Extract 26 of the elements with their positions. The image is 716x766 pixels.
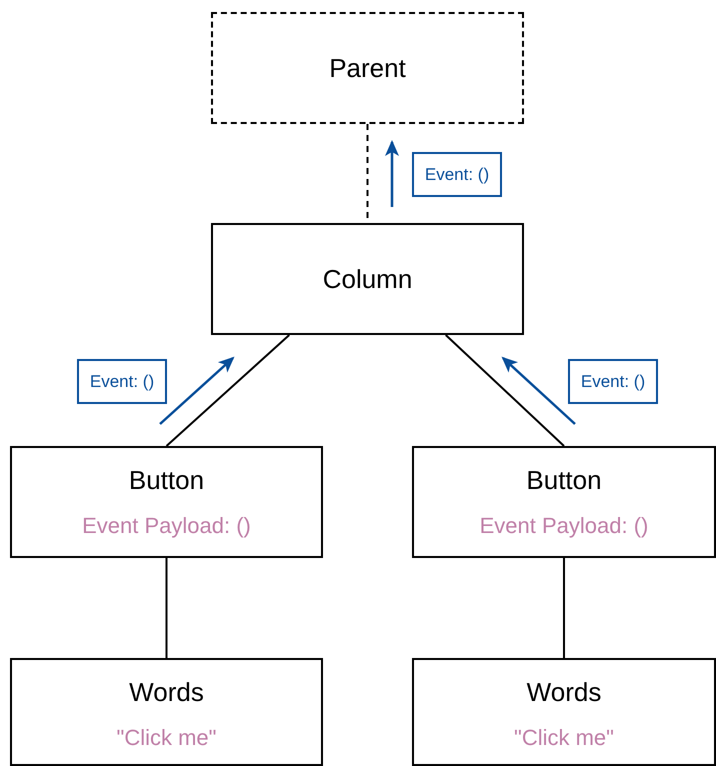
event-label: Event: () (580, 372, 646, 392)
event-tag (77, 359, 167, 404)
connector-line (166, 558, 168, 658)
component-box (211, 223, 524, 335)
event-tag (412, 152, 502, 197)
component-box (412, 658, 716, 766)
component-name: Column (322, 263, 412, 296)
component-box (211, 12, 524, 124)
event-label: Event: () (90, 372, 154, 392)
event-tag (568, 359, 658, 404)
component-box (412, 446, 716, 558)
component-box (10, 446, 323, 558)
component-name: Button (526, 464, 602, 497)
component-name: Words (129, 676, 204, 709)
component-name: Button (128, 464, 204, 497)
component-name: Parent (329, 52, 406, 85)
payload-text: "Click me" (116, 724, 216, 752)
payload-text: "Click me" (514, 724, 614, 752)
payload-text: Event Payload: () (480, 512, 648, 540)
payload-text: Event Payload: () (82, 512, 251, 540)
connector-line (166, 334, 290, 447)
connector-line (445, 334, 565, 447)
connector-line (563, 558, 565, 658)
component-box (10, 658, 323, 766)
event-label: Event: () (424, 164, 490, 184)
component-name: Words (526, 676, 602, 709)
